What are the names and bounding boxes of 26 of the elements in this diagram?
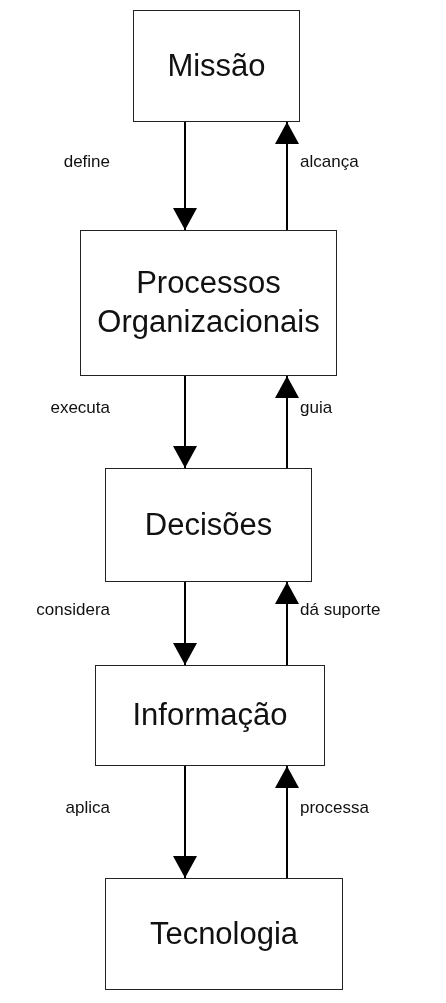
arrow bbox=[173, 765, 197, 879]
edge-label: define bbox=[63, 152, 110, 172]
box-label: Informação bbox=[132, 696, 288, 735]
edge-label: alcança bbox=[300, 152, 359, 172]
edge-label: aplica bbox=[65, 798, 110, 818]
edge-label: processa bbox=[300, 798, 369, 818]
box-label: Decisões bbox=[144, 505, 273, 544]
arrow bbox=[275, 375, 299, 469]
edge-label: guia bbox=[300, 398, 333, 418]
process-box bbox=[105, 468, 312, 582]
arrow bbox=[173, 581, 197, 666]
process-box bbox=[80, 230, 337, 376]
edge-label: considera bbox=[36, 599, 110, 620]
process-box bbox=[133, 10, 300, 122]
arrow bbox=[173, 375, 197, 469]
arrow bbox=[275, 765, 299, 879]
box-label: Tecnologia bbox=[149, 914, 299, 953]
box-label: Processos Organizacionais bbox=[96, 264, 321, 341]
edge-label: dá suporte bbox=[300, 599, 381, 620]
process-box bbox=[95, 665, 325, 766]
edge-label: executa bbox=[50, 398, 110, 418]
arrow bbox=[173, 121, 197, 231]
arrow bbox=[275, 581, 299, 666]
arrow bbox=[275, 121, 299, 231]
process-box bbox=[105, 878, 343, 990]
box-label: Missão bbox=[167, 46, 266, 85]
